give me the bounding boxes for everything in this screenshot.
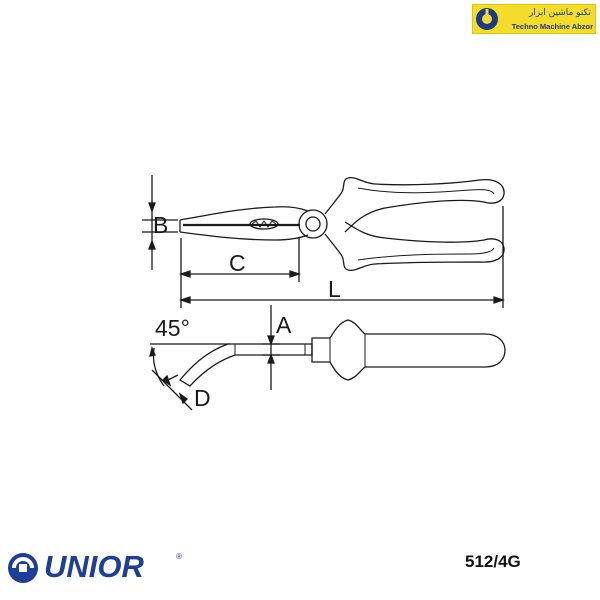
label-d: D xyxy=(194,385,211,411)
dimension-l xyxy=(178,206,506,308)
pliers-side-view xyxy=(179,319,506,387)
label-b: B xyxy=(153,212,168,238)
dimension-d xyxy=(151,369,193,411)
label-l: L xyxy=(328,276,341,302)
jaw-grip-slot xyxy=(249,218,279,230)
pliers-top-view xyxy=(179,176,505,272)
handle-upper xyxy=(324,176,505,233)
label-c: C xyxy=(229,250,246,276)
label-a: A xyxy=(276,312,292,338)
dimension-angle xyxy=(149,343,230,387)
watermark: تکنو ماشین ابزار Techno Machine Abzor xyxy=(472,4,596,34)
model-number: 512/4G xyxy=(465,552,521,571)
jaw-lower xyxy=(179,231,309,241)
watermark-text-en: Techno Machine Abzor xyxy=(511,22,593,31)
label-angle: 45° xyxy=(155,315,190,341)
brand-name: UNIOR xyxy=(44,549,144,584)
dimension-c xyxy=(178,238,302,282)
unior-swirl-icon xyxy=(8,553,38,583)
watermark-text-fa: تکنو ماشین ابزار xyxy=(528,8,591,18)
side-jaw xyxy=(179,343,313,387)
dimension-a xyxy=(262,305,280,390)
side-handle xyxy=(311,319,506,381)
wrench-gear-icon xyxy=(476,8,498,30)
brand-logo: UNIOR ® xyxy=(6,548,196,588)
handle-lower xyxy=(324,221,505,272)
jaw-upper xyxy=(179,206,309,221)
dimension-b xyxy=(142,175,178,270)
pivot-joint xyxy=(298,209,328,239)
registered-mark: ® xyxy=(176,552,182,561)
